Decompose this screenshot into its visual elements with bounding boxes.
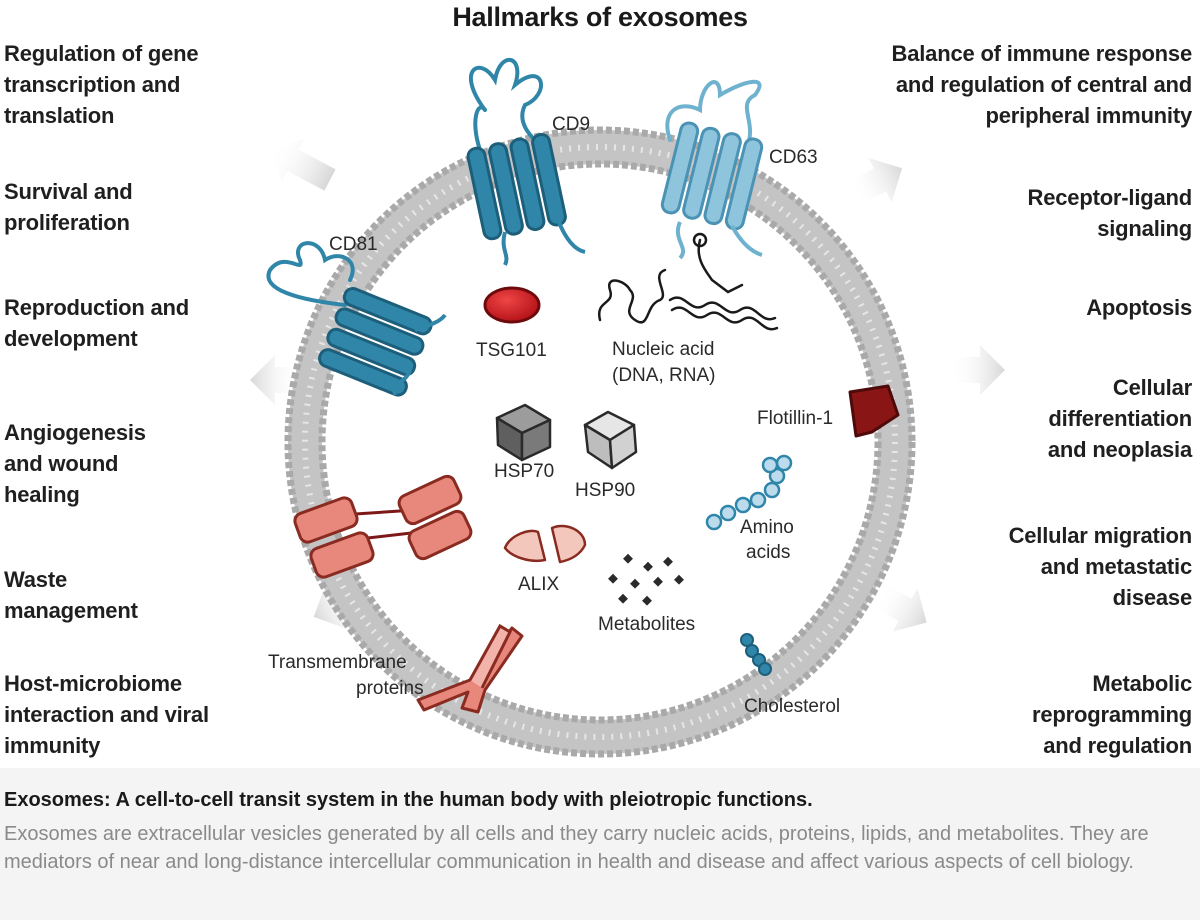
caption-heading: Exosomes: A cell-to-cell transit system … — [4, 789, 813, 811]
function-migration: Cellular migration and metastatic diseas… — [1008, 523, 1193, 610]
label-amino-acids: acids — [746, 542, 790, 563]
function-gene-regulation: Regulation of gene transcription and tra… — [4, 41, 199, 128]
function-angiogenesis: Angiogenesis and wound healing — [4, 420, 146, 507]
label-metabolites: Metabolites — [598, 614, 695, 635]
function-receptor-ligand: Receptor-ligand signaling — [1027, 185, 1193, 241]
label-cd9: CD9 — [552, 114, 590, 135]
nucleic-acid-icon — [597, 232, 779, 331]
transmembrane-dimer — [293, 474, 473, 579]
arrow-right-icon — [950, 345, 1005, 395]
function-host-microbiome: Host-microbiome interaction and viral im… — [4, 671, 209, 758]
amino-acids-icon — [705, 454, 793, 531]
lipid-bilayer-membrane — [284, 126, 916, 758]
label-alix: ALIX — [518, 574, 560, 595]
label-cd63: CD63 — [769, 147, 818, 168]
cholesterol-molecule — [740, 633, 772, 676]
hsp70-protein — [495, 403, 552, 462]
arrow-left-icon — [250, 355, 300, 405]
hsp90-protein — [583, 410, 638, 470]
arrow-right-icon — [872, 583, 927, 632]
label-cholesterol: Cholesterol — [744, 696, 840, 717]
cd63-protein — [660, 79, 764, 260]
tsg101-protein — [483, 286, 541, 324]
function-survival: Survival and proliferation — [4, 179, 133, 235]
label-hsp70: HSP70 — [494, 461, 554, 482]
function-waste-management: Waste management — [4, 567, 138, 623]
label-cd81: CD81 — [329, 234, 378, 255]
diagram-title: Hallmarks of exosomes — [452, 2, 748, 32]
function-reproduction: Reproduction and development — [4, 295, 190, 351]
label-nucleic-acid-types: (DNA, RNA) — [612, 365, 715, 386]
transmembrane-receptor — [416, 623, 524, 714]
label-transmembrane-proteins: proteins — [356, 678, 424, 699]
function-immune-balance: Balance of immune response and regulatio… — [891, 41, 1193, 128]
caption-body: Exosomes are extracellular vesicles gene… — [4, 823, 1149, 873]
label-nucleic-acid: Nucleic acid — [612, 339, 714, 360]
function-metabolic: Metabolic reprogramming and regulation — [1032, 671, 1192, 758]
arrow-left-icon — [271, 139, 336, 191]
alix-protein — [503, 524, 587, 564]
function-differentiation: Cellular differentiation and neoplasia — [1047, 375, 1192, 462]
label-transmembrane: Transmembrane — [268, 652, 407, 673]
label-flotillin-1: Flotillin-1 — [757, 408, 833, 429]
caption-panel — [0, 768, 1200, 920]
metabolites-icon — [608, 553, 684, 606]
flotillin-1-protein — [848, 384, 900, 438]
label-amino: Amino — [740, 517, 794, 538]
label-hsp90: HSP90 — [575, 480, 635, 501]
arrow-right-icon — [847, 157, 903, 206]
label-tsg101: TSG101 — [476, 340, 547, 361]
cd81-protein — [266, 241, 447, 397]
exosome-diagram: CD9 CD63 CD81 TSG101 Nucleic acid (DNA, … — [250, 58, 1005, 758]
cd9-protein — [466, 58, 586, 266]
function-apoptosis: Apoptosis — [1086, 295, 1192, 320]
